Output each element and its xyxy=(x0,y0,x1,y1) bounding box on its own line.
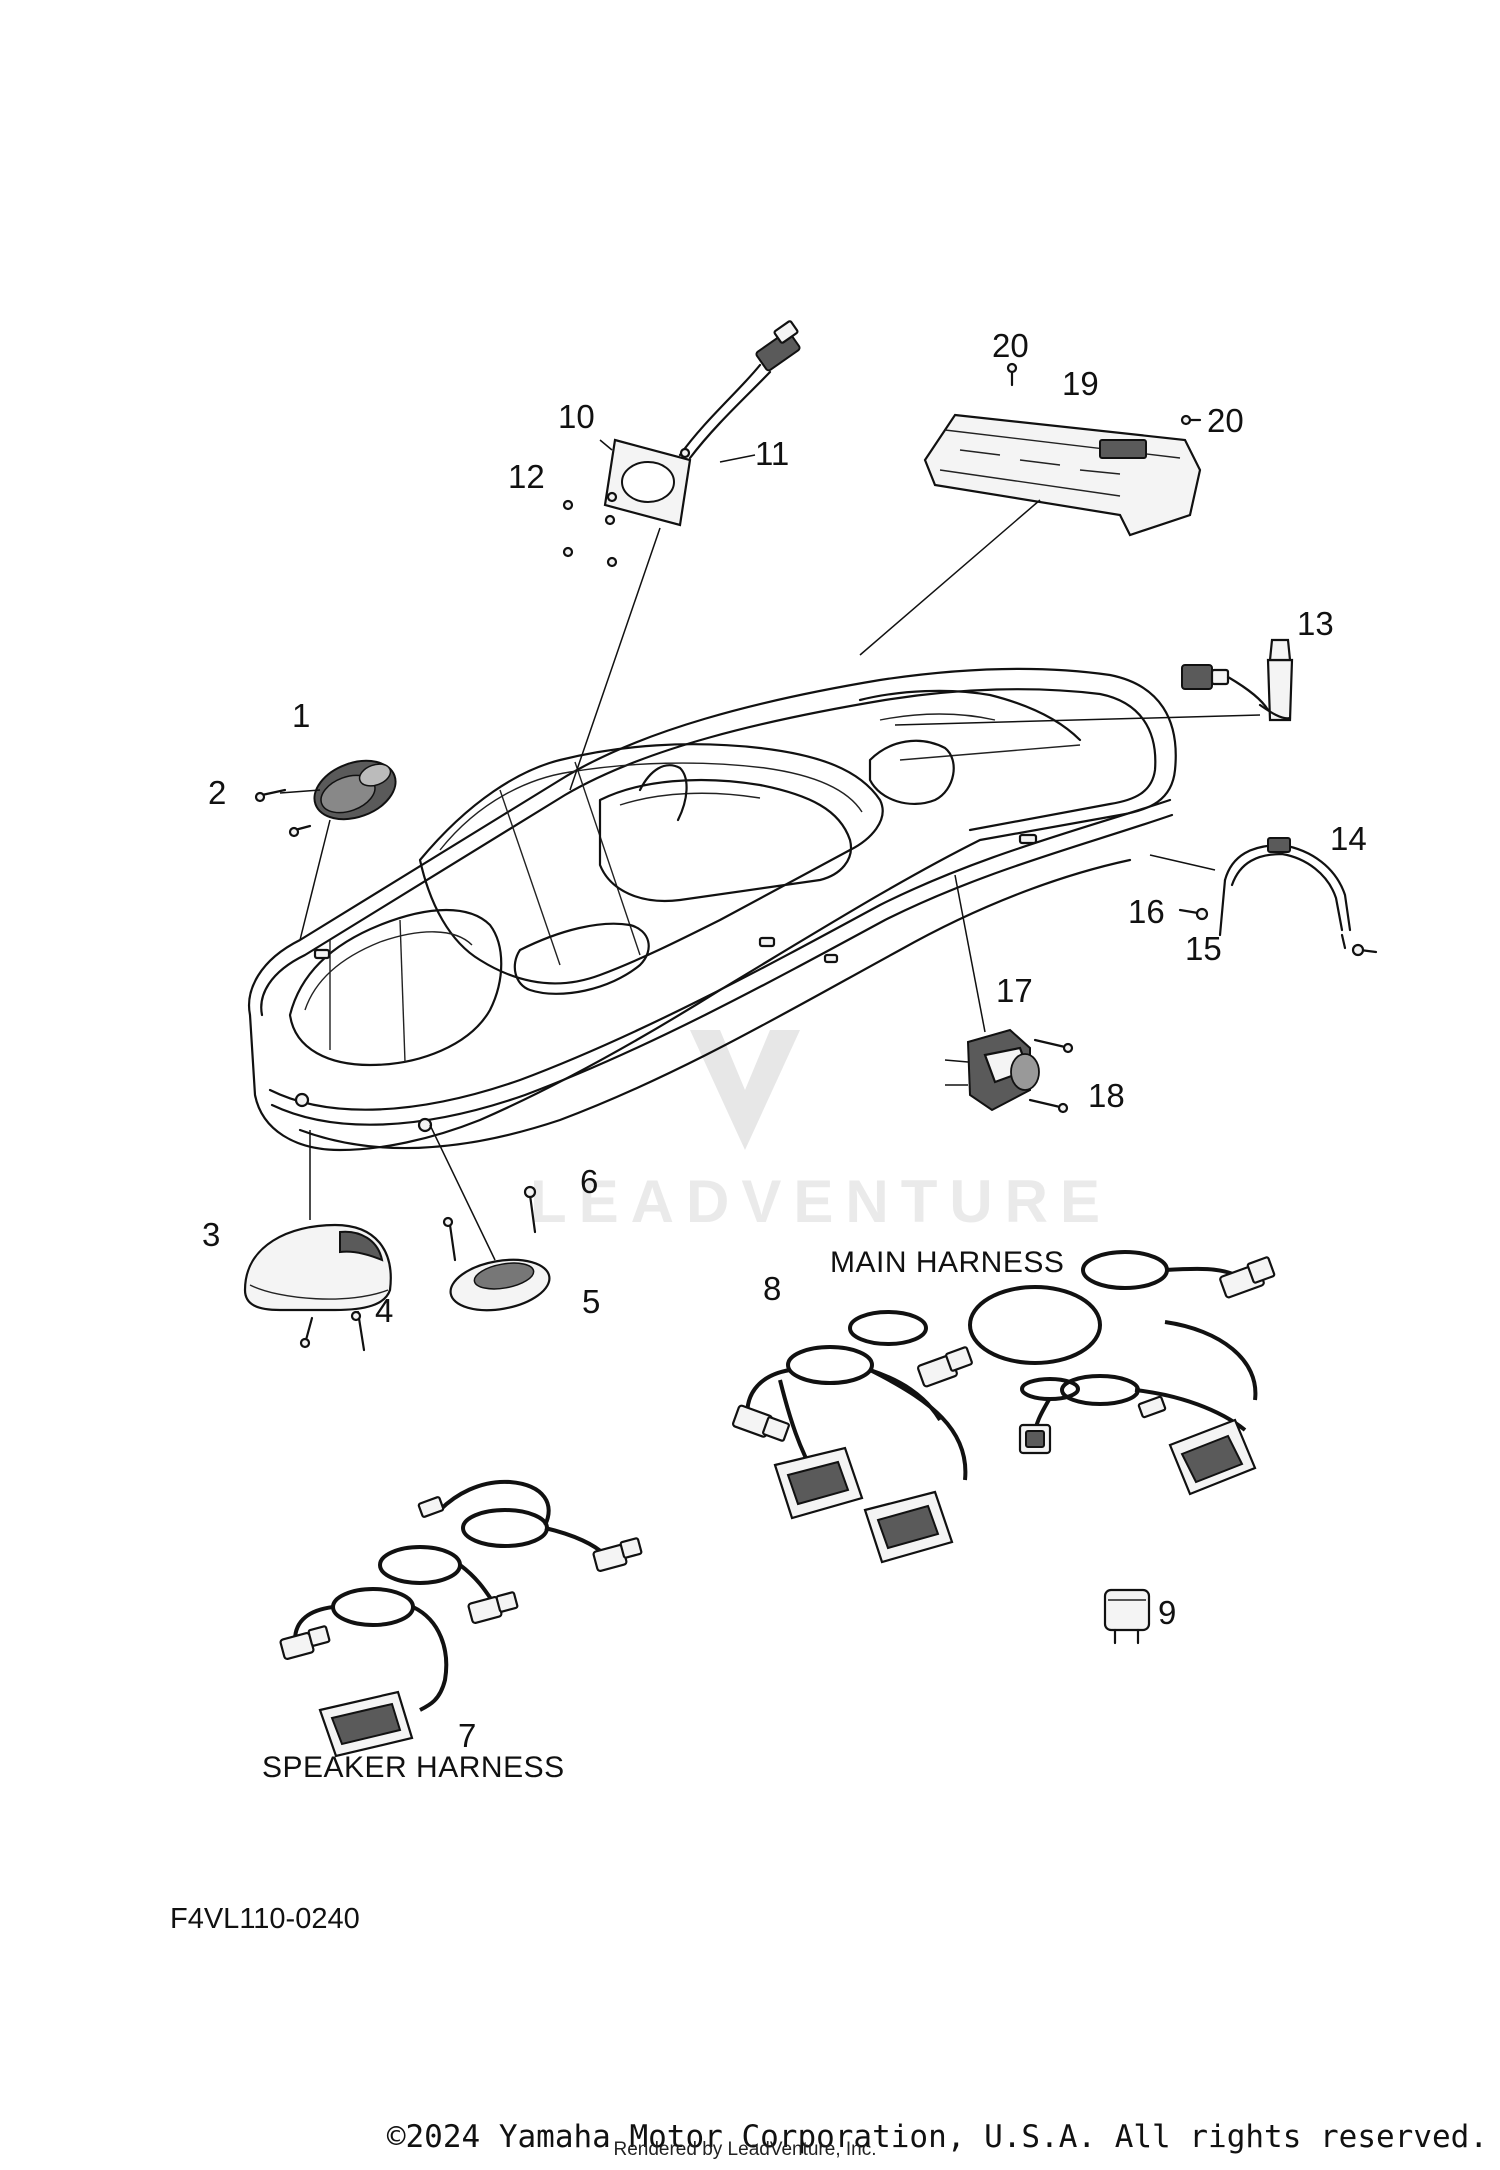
part-speaker-top xyxy=(254,759,397,941)
part-control-unit xyxy=(859,362,1202,656)
rendered-by-text: Rendered by LeadVenture, Inc. xyxy=(613,2139,876,2160)
callout-11: 11 xyxy=(755,435,789,472)
callout-1: 1 xyxy=(292,697,310,734)
part-dome-cover xyxy=(243,1130,392,1352)
callout-6: 6 xyxy=(580,1163,598,1200)
speaker-connector-c xyxy=(279,1625,331,1660)
copyright-text: ©2024 Yamaha Motor Corporation, U.S.A. A… xyxy=(387,2119,1488,2155)
part-relay xyxy=(1103,1588,1151,1645)
speaker-connector-d xyxy=(318,1690,414,1758)
part-speaker-harness xyxy=(279,1479,643,1758)
callout-19: 19 xyxy=(1062,365,1099,402)
callout-13: 13 xyxy=(1297,605,1334,642)
watermark-logo: LEADVENTURE xyxy=(530,1030,1112,1235)
part-strap xyxy=(1149,837,1378,957)
part-ring-mount xyxy=(562,320,801,791)
part-main-harness xyxy=(732,1250,1276,1564)
connector-h xyxy=(1168,1418,1257,1496)
callout-8: 8 xyxy=(763,1270,781,1307)
callout-15: 15 xyxy=(1185,930,1222,967)
speaker-connector-b xyxy=(467,1591,519,1624)
callout-5: 5 xyxy=(582,1283,600,1320)
callout-16: 16 xyxy=(1128,893,1165,930)
callout-20-side: 20 xyxy=(1207,402,1244,439)
callout-10: 10 xyxy=(558,398,595,435)
callout-14: 14 xyxy=(1330,820,1367,857)
callout-2: 2 xyxy=(208,774,226,811)
connector-a xyxy=(1219,1256,1276,1299)
watermark-text: LEADVENTURE xyxy=(530,1168,1112,1235)
callout-7: 7 xyxy=(458,1717,476,1754)
connector-f xyxy=(773,1446,864,1520)
callout-4: 4 xyxy=(375,1292,393,1329)
connector-d xyxy=(1018,1423,1052,1455)
connector-e xyxy=(1137,1395,1167,1419)
diagram-code: F4VL110-0240 xyxy=(170,1903,360,1935)
callout-3: 3 xyxy=(202,1216,220,1253)
part-oval-light xyxy=(429,1124,551,1312)
callout-20-top: 20 xyxy=(992,327,1029,364)
callout-9: 9 xyxy=(1158,1594,1176,1631)
part-module xyxy=(944,874,1074,1114)
caption-main-harness: MAIN HARNESS xyxy=(830,1246,1064,1279)
boat-hull xyxy=(248,667,1177,1152)
callout-17: 17 xyxy=(996,972,1033,1009)
caption-speaker-harness: SPEAKER HARNESS xyxy=(262,1751,565,1784)
speaker-connector-a xyxy=(592,1537,643,1572)
callout-12: 12 xyxy=(508,458,545,495)
connector-g xyxy=(863,1490,954,1564)
connector-b xyxy=(732,1404,790,1442)
part-sensor xyxy=(894,638,1294,726)
callout-18: 18 xyxy=(1088,1077,1125,1114)
connector-c xyxy=(917,1346,973,1388)
callout-labels: 1 2 3 4 5 6 7 8 9 10 11 12 13 14 15 16 1… xyxy=(202,327,1367,1754)
